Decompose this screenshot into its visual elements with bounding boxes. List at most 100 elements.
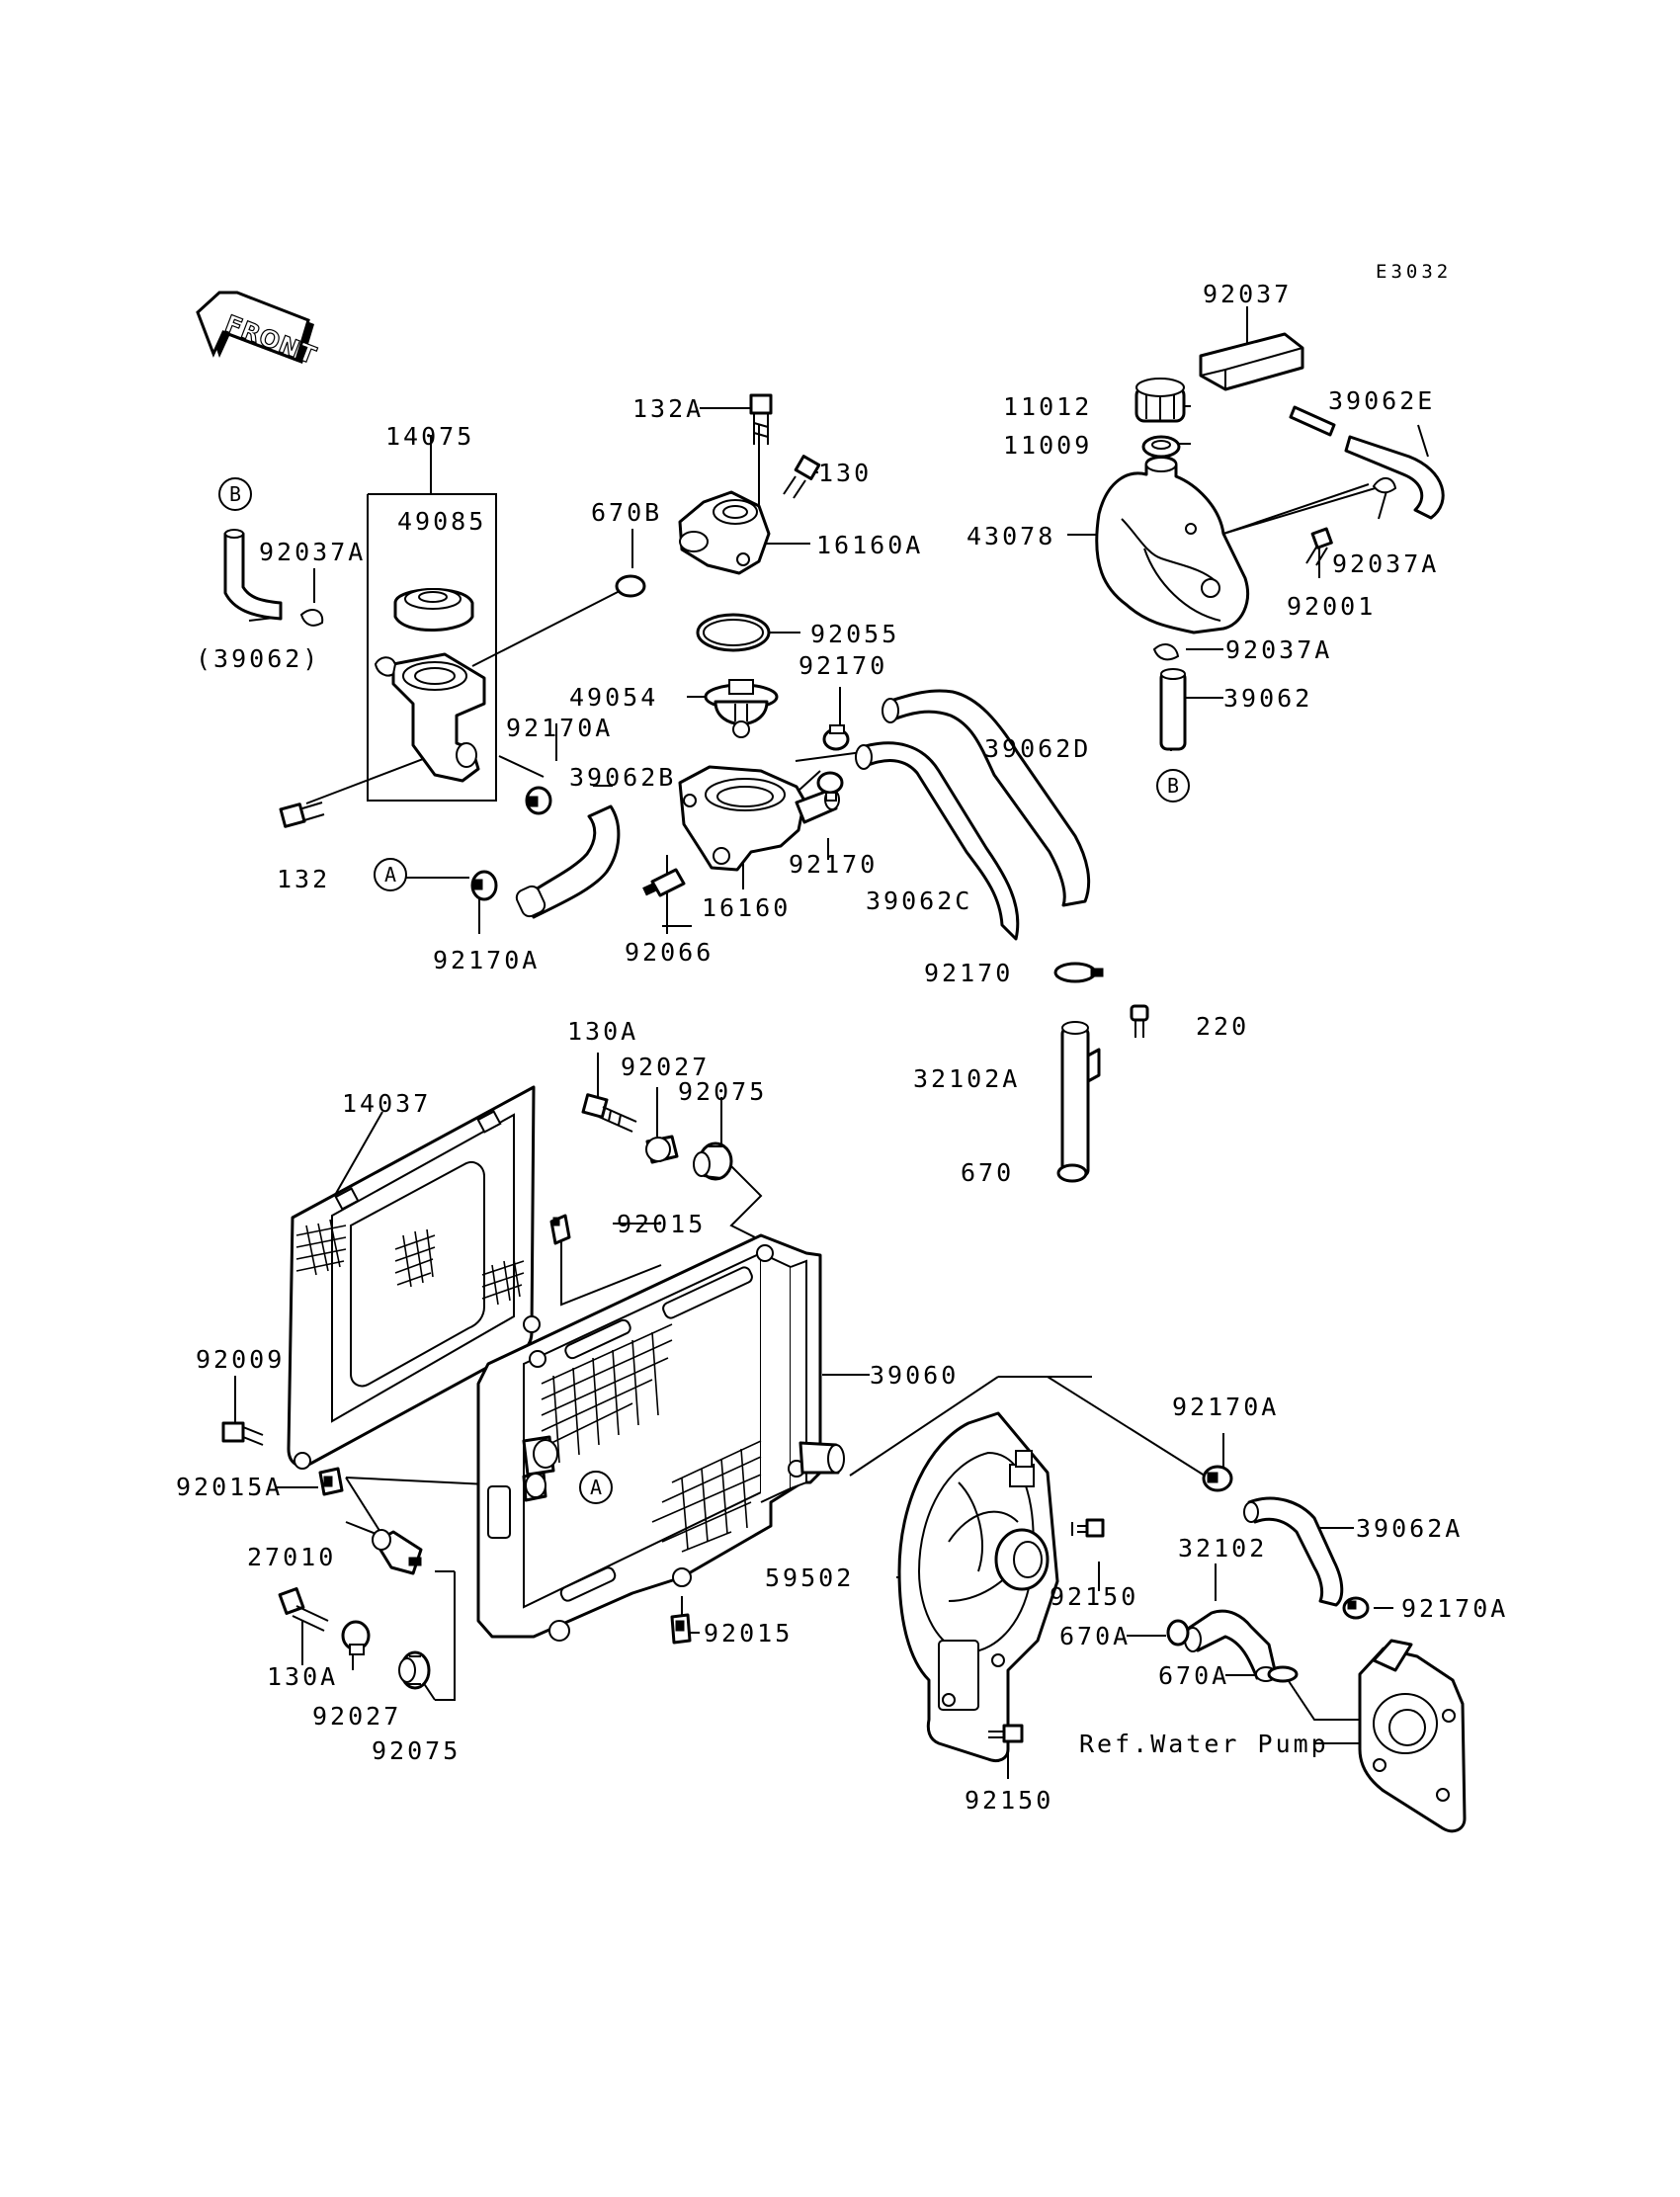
label-39062A: 39062A <box>1356 1514 1463 1543</box>
label-92009: 92009 <box>196 1345 285 1374</box>
fan-assembly-59502 <box>897 1411 1059 1763</box>
clip-92015-bottom <box>670 1613 692 1645</box>
clip-92037A-left <box>299 608 324 627</box>
grommet-92075-bottom <box>398 1650 431 1690</box>
tube-39062-tank <box>1159 668 1187 751</box>
label-39060: 39060 <box>870 1361 959 1390</box>
clip-92015-top <box>549 1214 571 1245</box>
bolt-130A-top <box>581 1093 637 1133</box>
o-ring-670A-2 <box>1267 1665 1299 1683</box>
label-92037A-left: 92037A <box>259 538 366 566</box>
label-16160A: 16160A <box>816 531 923 559</box>
o-ring-670A-1 <box>1166 1619 1190 1647</box>
screw-220 <box>1130 1004 1149 1038</box>
bolt-130 <box>783 455 821 499</box>
label-14075: 14075 <box>385 422 474 451</box>
hose-39062A <box>1243 1496 1344 1607</box>
label-92015A: 92015A <box>176 1473 283 1501</box>
label-39062D: 39062D <box>984 734 1091 763</box>
label-92075-bot: 92075 <box>372 1736 461 1765</box>
clip-92170-mid <box>816 771 844 802</box>
label-92170-mid: 92170 <box>789 850 878 879</box>
water-pump-cover <box>1358 1639 1467 1833</box>
label-ref-water-pump: Ref.Water Pump <box>1079 1730 1329 1758</box>
label-39062-paren: (39062) <box>196 644 320 673</box>
hose-39062-left <box>223 529 283 621</box>
label-132A: 132A <box>632 394 704 423</box>
label-39062-tank: 39062 <box>1223 684 1312 713</box>
label-92027-bot: 92027 <box>312 1702 401 1731</box>
label-92015-top: 92015 <box>617 1210 706 1238</box>
hose-39062D <box>882 689 1091 907</box>
thermostat-49054 <box>704 679 779 738</box>
svg-text:B: B <box>1167 774 1179 798</box>
label-39062B: 39062B <box>569 763 676 792</box>
clip-92170-pipe <box>1053 962 1104 983</box>
callout-B-tank: B <box>1156 769 1190 803</box>
bolt-92009 <box>221 1421 264 1446</box>
clip-92170A-right <box>1202 1465 1233 1492</box>
svg-text:B: B <box>229 482 241 506</box>
bolt-132 <box>279 802 325 828</box>
svg-text:A: A <box>384 863 396 887</box>
label-670A-2: 670A <box>1158 1661 1229 1690</box>
radiator-cap-49085 <box>393 587 474 633</box>
bracket-92037 <box>1199 332 1304 391</box>
label-11012: 11012 <box>1003 392 1092 421</box>
label-130: 130 <box>818 459 872 487</box>
label-670A-1: 670A <box>1059 1622 1131 1650</box>
gasket-92055 <box>696 613 771 652</box>
label-92001: 92001 <box>1287 592 1376 621</box>
o-ring-670 <box>1056 1163 1088 1183</box>
clip-92037A-low <box>1152 643 1180 661</box>
part-labels: 92037 39062E 11012 11009 43078 92037A 92… <box>176 280 1508 1815</box>
label-92055: 92055 <box>810 620 899 648</box>
label-49085: 49085 <box>397 507 486 536</box>
housing-16160A <box>678 490 771 575</box>
temp-sender-92066 <box>642 868 686 897</box>
filler-neck <box>374 652 486 783</box>
label-92170-top: 92170 <box>798 651 887 680</box>
label-16160: 16160 <box>702 893 791 922</box>
label-39062E: 39062E <box>1328 386 1435 415</box>
reserve-tank-43078 <box>1095 456 1250 634</box>
label-132: 132 <box>277 865 330 893</box>
o-ring-11009 <box>1141 435 1181 459</box>
label-92170A-left: 92170A <box>433 946 540 974</box>
callout-A-left: A <box>374 858 407 891</box>
label-670: 670 <box>961 1158 1014 1187</box>
label-92170A-bot: 92170A <box>1401 1594 1508 1623</box>
tank-cap-11012 <box>1134 378 1186 423</box>
callout-A-radiator: A <box>579 1471 613 1504</box>
clip-92170-top <box>822 724 850 751</box>
label-92037A-tank: 92037A <box>1332 549 1439 578</box>
collar-92027-bottom <box>341 1620 371 1655</box>
pipe-32102A <box>1060 1021 1101 1178</box>
label-49054: 49054 <box>569 683 658 712</box>
hose-39062B <box>515 804 621 919</box>
label-14037: 14037 <box>342 1089 431 1118</box>
clip-92170A-mid <box>525 786 552 815</box>
label-92037A-low: 92037A <box>1225 635 1332 664</box>
bolt-130A-bottom <box>278 1587 329 1632</box>
label-92170A-mid: 92170A <box>506 714 613 742</box>
label-92170-pipe: 92170 <box>924 959 1013 987</box>
label-92150-bot: 92150 <box>965 1786 1053 1815</box>
label-43078: 43078 <box>966 522 1055 550</box>
label-92037: 92037 <box>1203 280 1292 308</box>
clip-92015A <box>318 1467 344 1496</box>
svg-text:A: A <box>590 1476 602 1499</box>
label-32102A: 32102A <box>913 1064 1020 1093</box>
clip-92170A-left <box>470 870 498 901</box>
label-92015-bot: 92015 <box>704 1619 793 1648</box>
bolt-92001 <box>1305 527 1333 566</box>
label-92027-top: 92027 <box>621 1053 710 1081</box>
label-92075-top: 92075 <box>678 1077 767 1106</box>
collar-92027-top <box>645 1135 679 1164</box>
label-59502: 59502 <box>765 1563 854 1592</box>
hose-39062C <box>855 741 1020 941</box>
radiator-39060 <box>476 1233 845 1642</box>
label-11009: 11009 <box>1003 431 1092 460</box>
hose-39062E <box>1289 405 1445 520</box>
